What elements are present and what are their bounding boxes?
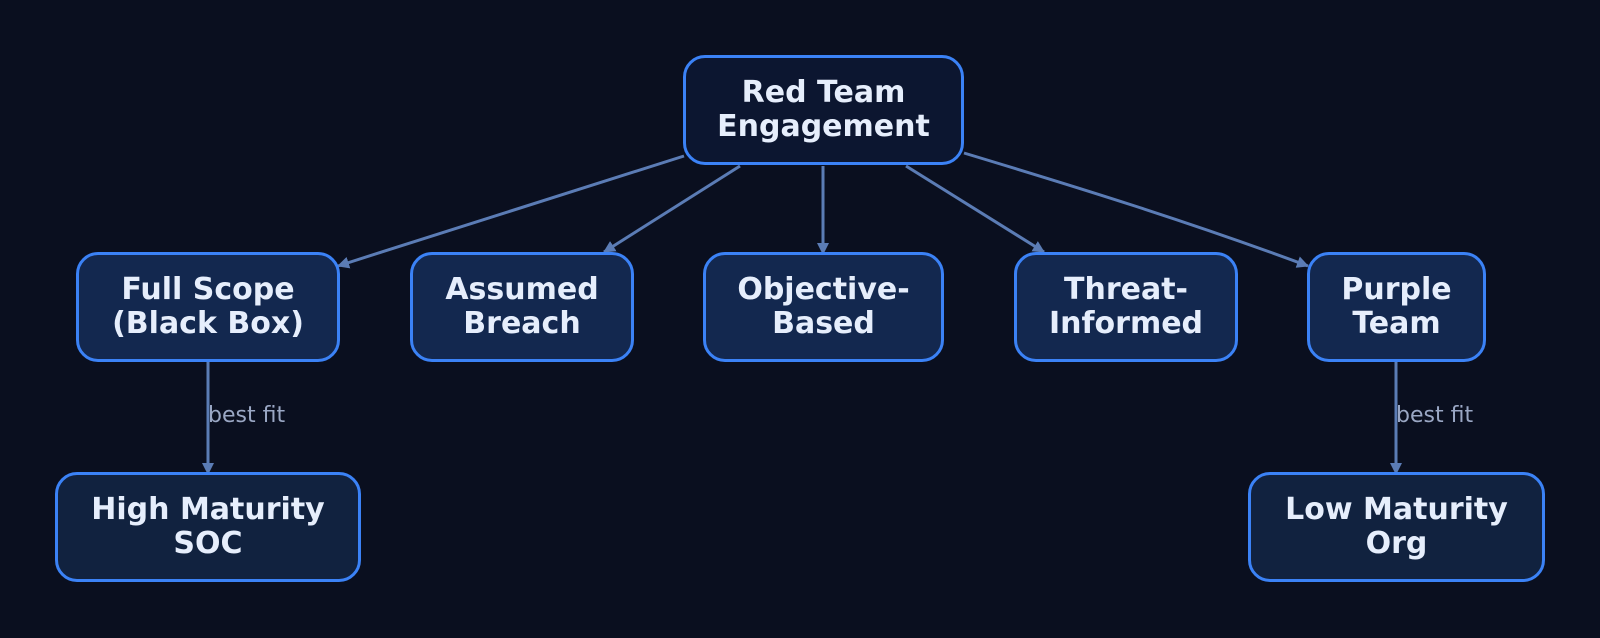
node-assumed-breach[interactable]: Assumed Breach: [410, 252, 634, 362]
edge-root-to-full-scope: [337, 154, 685, 269]
edge-label-best-fit-left: best fit: [208, 403, 285, 428]
node-red-team-engagement[interactable]: Red Team Engagement: [683, 55, 964, 165]
node-full-scope[interactable]: Full Scope (Black Box): [76, 252, 340, 362]
edge-root-to-assumed-breach: [603, 164, 741, 254]
edge-root-to-threat-informed: [905, 164, 1045, 254]
node-purple-team[interactable]: Purple Team: [1307, 252, 1486, 362]
node-low-maturity-org[interactable]: Low Maturity Org: [1248, 472, 1545, 582]
edge-root-to-purple-team: [963, 151, 1309, 268]
node-high-maturity-soc[interactable]: High Maturity SOC: [55, 472, 361, 582]
node-threat-informed[interactable]: Threat- Informed: [1014, 252, 1238, 362]
edge-label-best-fit-right: best fit: [1396, 403, 1473, 428]
node-objective-based[interactable]: Objective- Based: [703, 252, 944, 362]
